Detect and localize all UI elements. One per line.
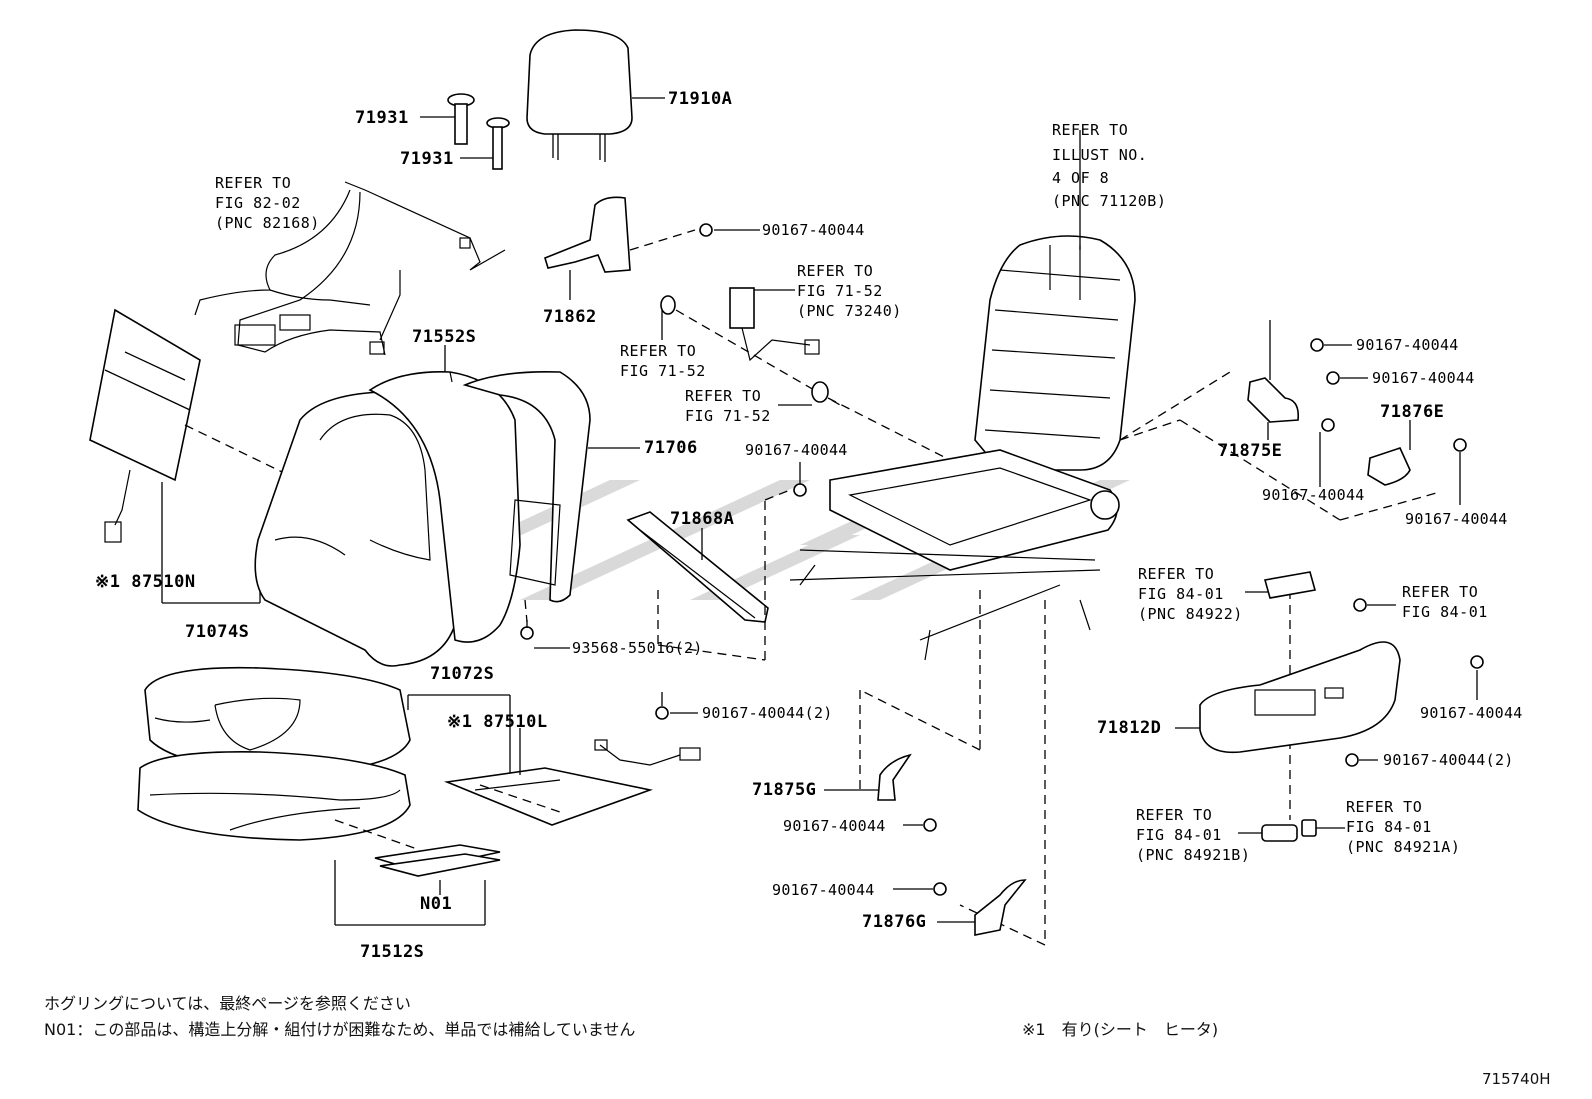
cover-71875E — [1247, 320, 1300, 440]
svg-text:REFER TO: REFER TO — [1402, 583, 1478, 601]
svg-text:REFER TO: REFER TO — [1138, 565, 1214, 583]
bracket-71862 — [544, 196, 696, 300]
label-bolt-7: 90167-40044 — [1405, 510, 1508, 528]
refer-84-01: REFER TO FIG 84-01 — [1402, 583, 1488, 621]
label-71812D: 71812D — [1097, 718, 1161, 738]
belt-buckle — [729, 287, 820, 362]
note-n01: N01：この部品は、構造上分解・組付けが困難なため、単品では補給していません — [44, 1020, 636, 1039]
bolt-93568 — [520, 599, 570, 649]
label-N01: N01 — [420, 894, 452, 914]
small-clips — [660, 295, 951, 461]
label-93568: 93568-55016(2) — [572, 639, 703, 657]
svg-text:(PNC 71120B): (PNC 71120B) — [1052, 192, 1166, 210]
label-71512S: 71512S — [360, 942, 424, 962]
label-71552S: 71552S — [412, 327, 476, 347]
label-87510L: ※1 87510L — [447, 712, 548, 732]
note-heater: ※1 有り(シート ヒータ) — [1022, 1020, 1219, 1039]
label-bolt-11: 90167-40044(2) — [1383, 751, 1514, 769]
heater-87510N — [89, 308, 341, 604]
side-shield-71812D — [1175, 641, 1401, 754]
label-71931-lower: 71931 — [400, 149, 454, 169]
svg-text:REFER TO: REFER TO — [620, 342, 696, 360]
refer-73240: REFER TO FIG 71-52 (PNC 73240) — [797, 262, 902, 320]
label-71072S: 71072S — [430, 664, 494, 684]
note-hog-ring: ホグリングについては、最終ページを参照ください — [44, 994, 411, 1013]
label-bolt-10: 90167-40044 — [772, 881, 875, 899]
svg-text:REFER TO: REFER TO — [1052, 121, 1128, 139]
label-bolt-9: 90167-40044 — [783, 817, 886, 835]
cover-71876E — [1367, 420, 1411, 486]
label-71931-upper: 71931 — [355, 108, 409, 128]
frame-leaders — [859, 590, 1291, 946]
seat-frame — [789, 130, 1441, 661]
label-71875G: 71875G — [752, 780, 816, 800]
label-bolt-6: 90167-40044 — [1262, 486, 1365, 504]
guide-71931 — [420, 93, 510, 170]
svg-text:FIG 82-02: FIG 82-02 — [215, 194, 301, 212]
leader-71868A — [657, 489, 791, 661]
cushion-pad-71512S — [137, 751, 486, 926]
refer-71-52-a: REFER TO FIG 71-52 — [620, 342, 706, 380]
svg-text:REFER TO: REFER TO — [1136, 806, 1212, 824]
svg-text:4 OF 8: 4 OF 8 — [1052, 169, 1109, 187]
svg-text:(PNC 73240): (PNC 73240) — [797, 302, 902, 320]
svg-text:(PNC 82168): (PNC 82168) — [215, 214, 320, 232]
label-71910A: 71910A — [668, 89, 732, 109]
svg-text:REFER TO: REFER TO — [215, 174, 291, 192]
cover-71876G — [937, 879, 1027, 936]
refer-84921A: REFER TO FIG 84-01 (PNC 84921A) — [1346, 798, 1460, 856]
back-board-71706 — [462, 370, 640, 603]
label-71875E: 71875E — [1218, 441, 1282, 461]
label-71876G: 71876G — [862, 912, 926, 932]
figure-id: 715740H — [1482, 1070, 1551, 1088]
svg-text:REFER TO: REFER TO — [797, 262, 873, 280]
refer-84921B: REFER TO FIG 84-01 (PNC 84921B) — [1136, 806, 1250, 864]
label-71876E: 71876E — [1380, 402, 1444, 422]
label-bolt-1: 90167-40044 — [762, 221, 865, 239]
heater-87510L — [443, 728, 701, 826]
refer-illust-4: REFER TO ILLUST NO. 4 OF 8 (PNC 71120B) — [1052, 121, 1166, 210]
label-71862: 71862 — [543, 307, 597, 327]
bolt-icons — [655, 223, 1484, 896]
label-bolt-4: 90167-40044 — [1356, 336, 1459, 354]
refer-71-52-b: REFER TO FIG 71-52 — [685, 387, 771, 425]
switch-84922 — [1245, 571, 1317, 599]
refer-84922: REFER TO FIG 84-01 (PNC 84922) — [1138, 565, 1243, 623]
svg-text:FIG 71-52: FIG 71-52 — [620, 362, 706, 380]
svg-text:FIG 84-01: FIG 84-01 — [1138, 585, 1224, 603]
refer-82-02: REFER TO FIG 82-02 (PNC 82168) — [215, 174, 320, 232]
label-71868A: 71868A — [670, 509, 734, 529]
svg-text:FIG 84-01: FIG 84-01 — [1402, 603, 1488, 621]
label-71706: 71706 — [644, 438, 698, 458]
svg-text:(PNC 84921B): (PNC 84921B) — [1136, 846, 1250, 864]
label-bolt-8: 90167-40044 — [1420, 704, 1523, 722]
cover-71868A — [626, 511, 769, 623]
label-87510N: ※1 87510N — [95, 572, 196, 592]
knob-84921 — [1238, 819, 1345, 842]
seatback-cover-71074S — [254, 391, 461, 667]
svg-text:(PNC 84921A): (PNC 84921A) — [1346, 838, 1460, 856]
svg-text:FIG 84-01: FIG 84-01 — [1346, 818, 1432, 836]
svg-text:FIG 84-01: FIG 84-01 — [1136, 826, 1222, 844]
svg-text:(PNC 84922): (PNC 84922) — [1138, 605, 1243, 623]
svg-text:FIG 71-52: FIG 71-52 — [797, 282, 883, 300]
wire-harness — [194, 181, 506, 356]
svg-text:FIG 71-52: FIG 71-52 — [685, 407, 771, 425]
svg-text:REFER TO: REFER TO — [685, 387, 761, 405]
label-bolt-5: 90167-40044 — [1372, 369, 1475, 387]
label-71074S: 71074S — [185, 622, 249, 642]
headrest-71910A — [526, 29, 665, 162]
svg-text:ILLUST NO.: ILLUST NO. — [1052, 146, 1147, 164]
label-bolt-3: 90167-40044(2) — [702, 704, 833, 722]
cover-71875G — [824, 753, 912, 801]
seatback-pad-71552S — [368, 345, 521, 643]
hog-rings-N01 — [374, 844, 501, 895]
label-bolt-2: 90167-40044 — [745, 441, 848, 459]
svg-text:REFER TO: REFER TO — [1346, 798, 1422, 816]
